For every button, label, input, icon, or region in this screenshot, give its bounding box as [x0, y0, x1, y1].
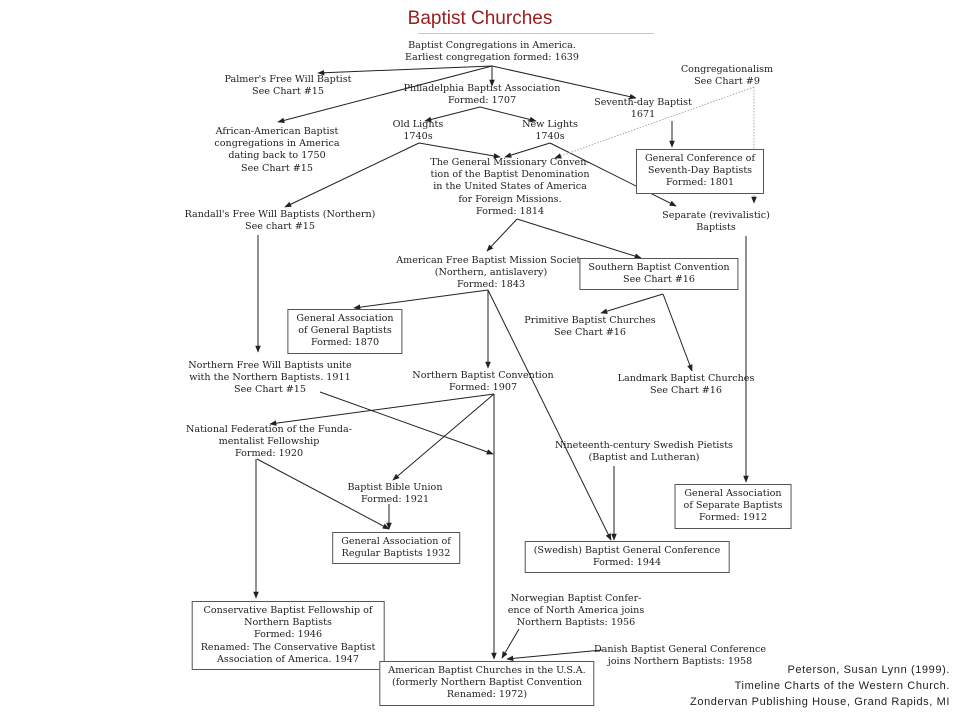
link-danish-abc: [506, 649, 603, 662]
link-phil-new: [479, 106, 537, 123]
node-norwegian-conference: Norwegian Baptist Confer-ence of North A…: [507, 593, 645, 629]
title-rule: [418, 33, 654, 34]
link-old-randall: [284, 142, 420, 208]
link-national-garb: [256, 458, 390, 530]
chart-title: Baptist Churches: [407, 8, 553, 29]
link-norwegian-abc: [501, 628, 520, 659]
node-swedish-pietists: Nineteenth-century Swedish Pietists(Bapt…: [555, 440, 733, 464]
node-general-missionary-convention: The General Missionary Conven-tion of th…: [430, 157, 590, 217]
link-nbc-national: [269, 393, 495, 426]
link-general-amfree: [486, 218, 518, 252]
link-root-palmer: [317, 65, 493, 76]
link-root-seventh: [491, 65, 637, 100]
link-southern-landmark: [662, 293, 693, 372]
node-baptist-congregations: Baptist Congregations in America.Earlies…: [405, 40, 579, 64]
link-phil-old: [424, 106, 481, 123]
link-congregationalism-general: [554, 86, 755, 159]
link-nbc-bible: [392, 393, 495, 481]
node-american-baptist-churches-usa: American Baptist Churches in the U.S.A.(…: [379, 661, 595, 706]
node-national-federation: National Federation of the Funda-mentali…: [186, 424, 352, 460]
node-american-free-baptist-mission: American Free Baptist Mission Society(No…: [396, 255, 586, 291]
link-old-general: [418, 142, 501, 159]
link-new-separate: [549, 142, 677, 207]
link-amfree-gag: [353, 289, 489, 310]
link-new-general: [504, 142, 551, 158]
source-citation: Peterson, Susan Lynn (1999). Timeline Ch…: [690, 664, 950, 708]
link-general-southern: [516, 218, 642, 259]
link-southern-primitive: [600, 293, 664, 314]
link-nfw-abc: [319, 391, 494, 455]
link-amfree-swedish: [487, 289, 612, 541]
node-randalls-free-will: Randall's Free Will Baptists (Northern)S…: [184, 209, 376, 233]
link-root-african: [277, 65, 493, 124]
node-separate-baptists: Separate (revivalistic)Baptists: [662, 210, 770, 234]
